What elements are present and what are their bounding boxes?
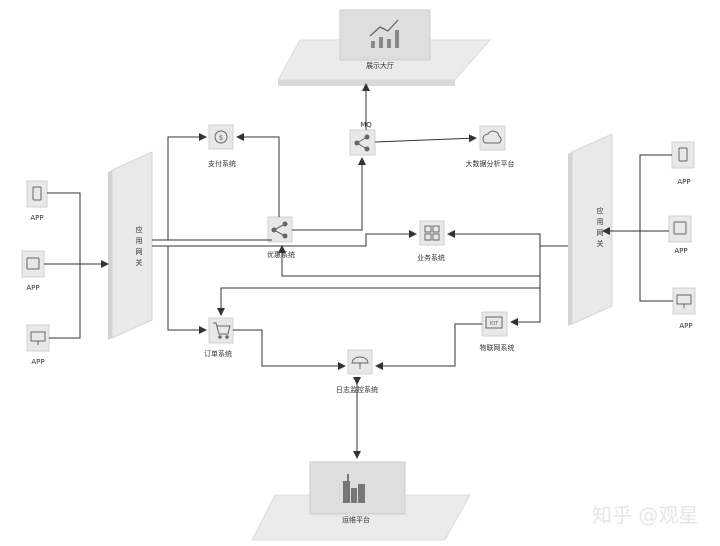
- growth-chart-icon: [369, 19, 399, 48]
- gateway-right-char: 用: [597, 218, 604, 226]
- phone-icon: [32, 186, 42, 201]
- app-node-right-tablet: APP: [668, 215, 692, 255]
- display-hall-label: 展示大厅: [366, 61, 394, 70]
- app-node-left-monitor: APP: [26, 324, 50, 366]
- buildings-icon: [343, 474, 365, 503]
- gateway-right: 应 用 网 关: [568, 133, 613, 326]
- iot-node: IOT 物联网系统: [480, 311, 515, 352]
- svg-text:$: $: [219, 134, 223, 142]
- iot-label: 物联网系统: [480, 343, 515, 352]
- business-node: 业务系统: [417, 220, 445, 262]
- app-label: APP: [26, 284, 39, 292]
- display-hall-platform: 展示大厅: [277, 9, 492, 86]
- app-label: APP: [30, 214, 43, 222]
- phone-icon: [678, 147, 688, 162]
- payment-node: $ 支付系统: [208, 124, 236, 168]
- gateway-left: 应 用 网 关: [108, 151, 153, 340]
- watermark: 知乎 @观星: [592, 503, 698, 527]
- app-node-right-monitor: APP: [672, 287, 696, 330]
- business-label: 业务系统: [417, 253, 445, 262]
- connectors: [44, 83, 673, 459]
- app-node-left-tablet: APP: [21, 250, 45, 292]
- share-icon: [271, 221, 288, 239]
- gateway-right-char: 关: [597, 239, 604, 248]
- bigdata-label: 大数据分析平台: [466, 159, 515, 168]
- cloud-icon: [482, 130, 502, 144]
- iot-icon-text: IOT: [490, 321, 499, 327]
- coin-icon: [214, 130, 228, 144]
- ops-platform: 运维平台: [251, 461, 471, 541]
- monitor-icon: [485, 316, 503, 329]
- bigdata-node: 大数据分析平台: [466, 125, 515, 168]
- share-icon: [354, 134, 370, 152]
- app-node-right-phone: APP: [671, 141, 695, 186]
- order-node: 订单系统: [204, 317, 234, 358]
- gateway-right-char: 网: [597, 229, 604, 237]
- tablet-icon: [673, 221, 687, 235]
- app-label: APP: [31, 358, 44, 366]
- ops-label: 运维平台: [342, 515, 370, 524]
- payment-label: 支付系统: [208, 159, 236, 168]
- coupon-node: 优惠系统: [267, 216, 295, 259]
- gateway-left-char: 网: [136, 248, 143, 256]
- gateway-left-char: 关: [136, 258, 143, 267]
- app-label: APP: [677, 178, 690, 186]
- coupon-label: 优惠系统: [267, 250, 295, 259]
- grid-icon: [424, 225, 440, 241]
- app-node-left-phone: APP: [26, 180, 48, 222]
- umbrella-icon: [351, 356, 369, 369]
- app-label: APP: [679, 322, 692, 330]
- app-label: APP: [674, 247, 687, 255]
- gateway-right-char: 应: [597, 206, 604, 215]
- gateway-left-char: 用: [136, 237, 143, 245]
- order-label: 订单系统: [204, 349, 232, 358]
- gateway-left-char: 应: [136, 225, 143, 234]
- mq-node: MQ: [349, 121, 376, 156]
- tablet-icon: [26, 257, 40, 270]
- cart-icon: [213, 322, 231, 339]
